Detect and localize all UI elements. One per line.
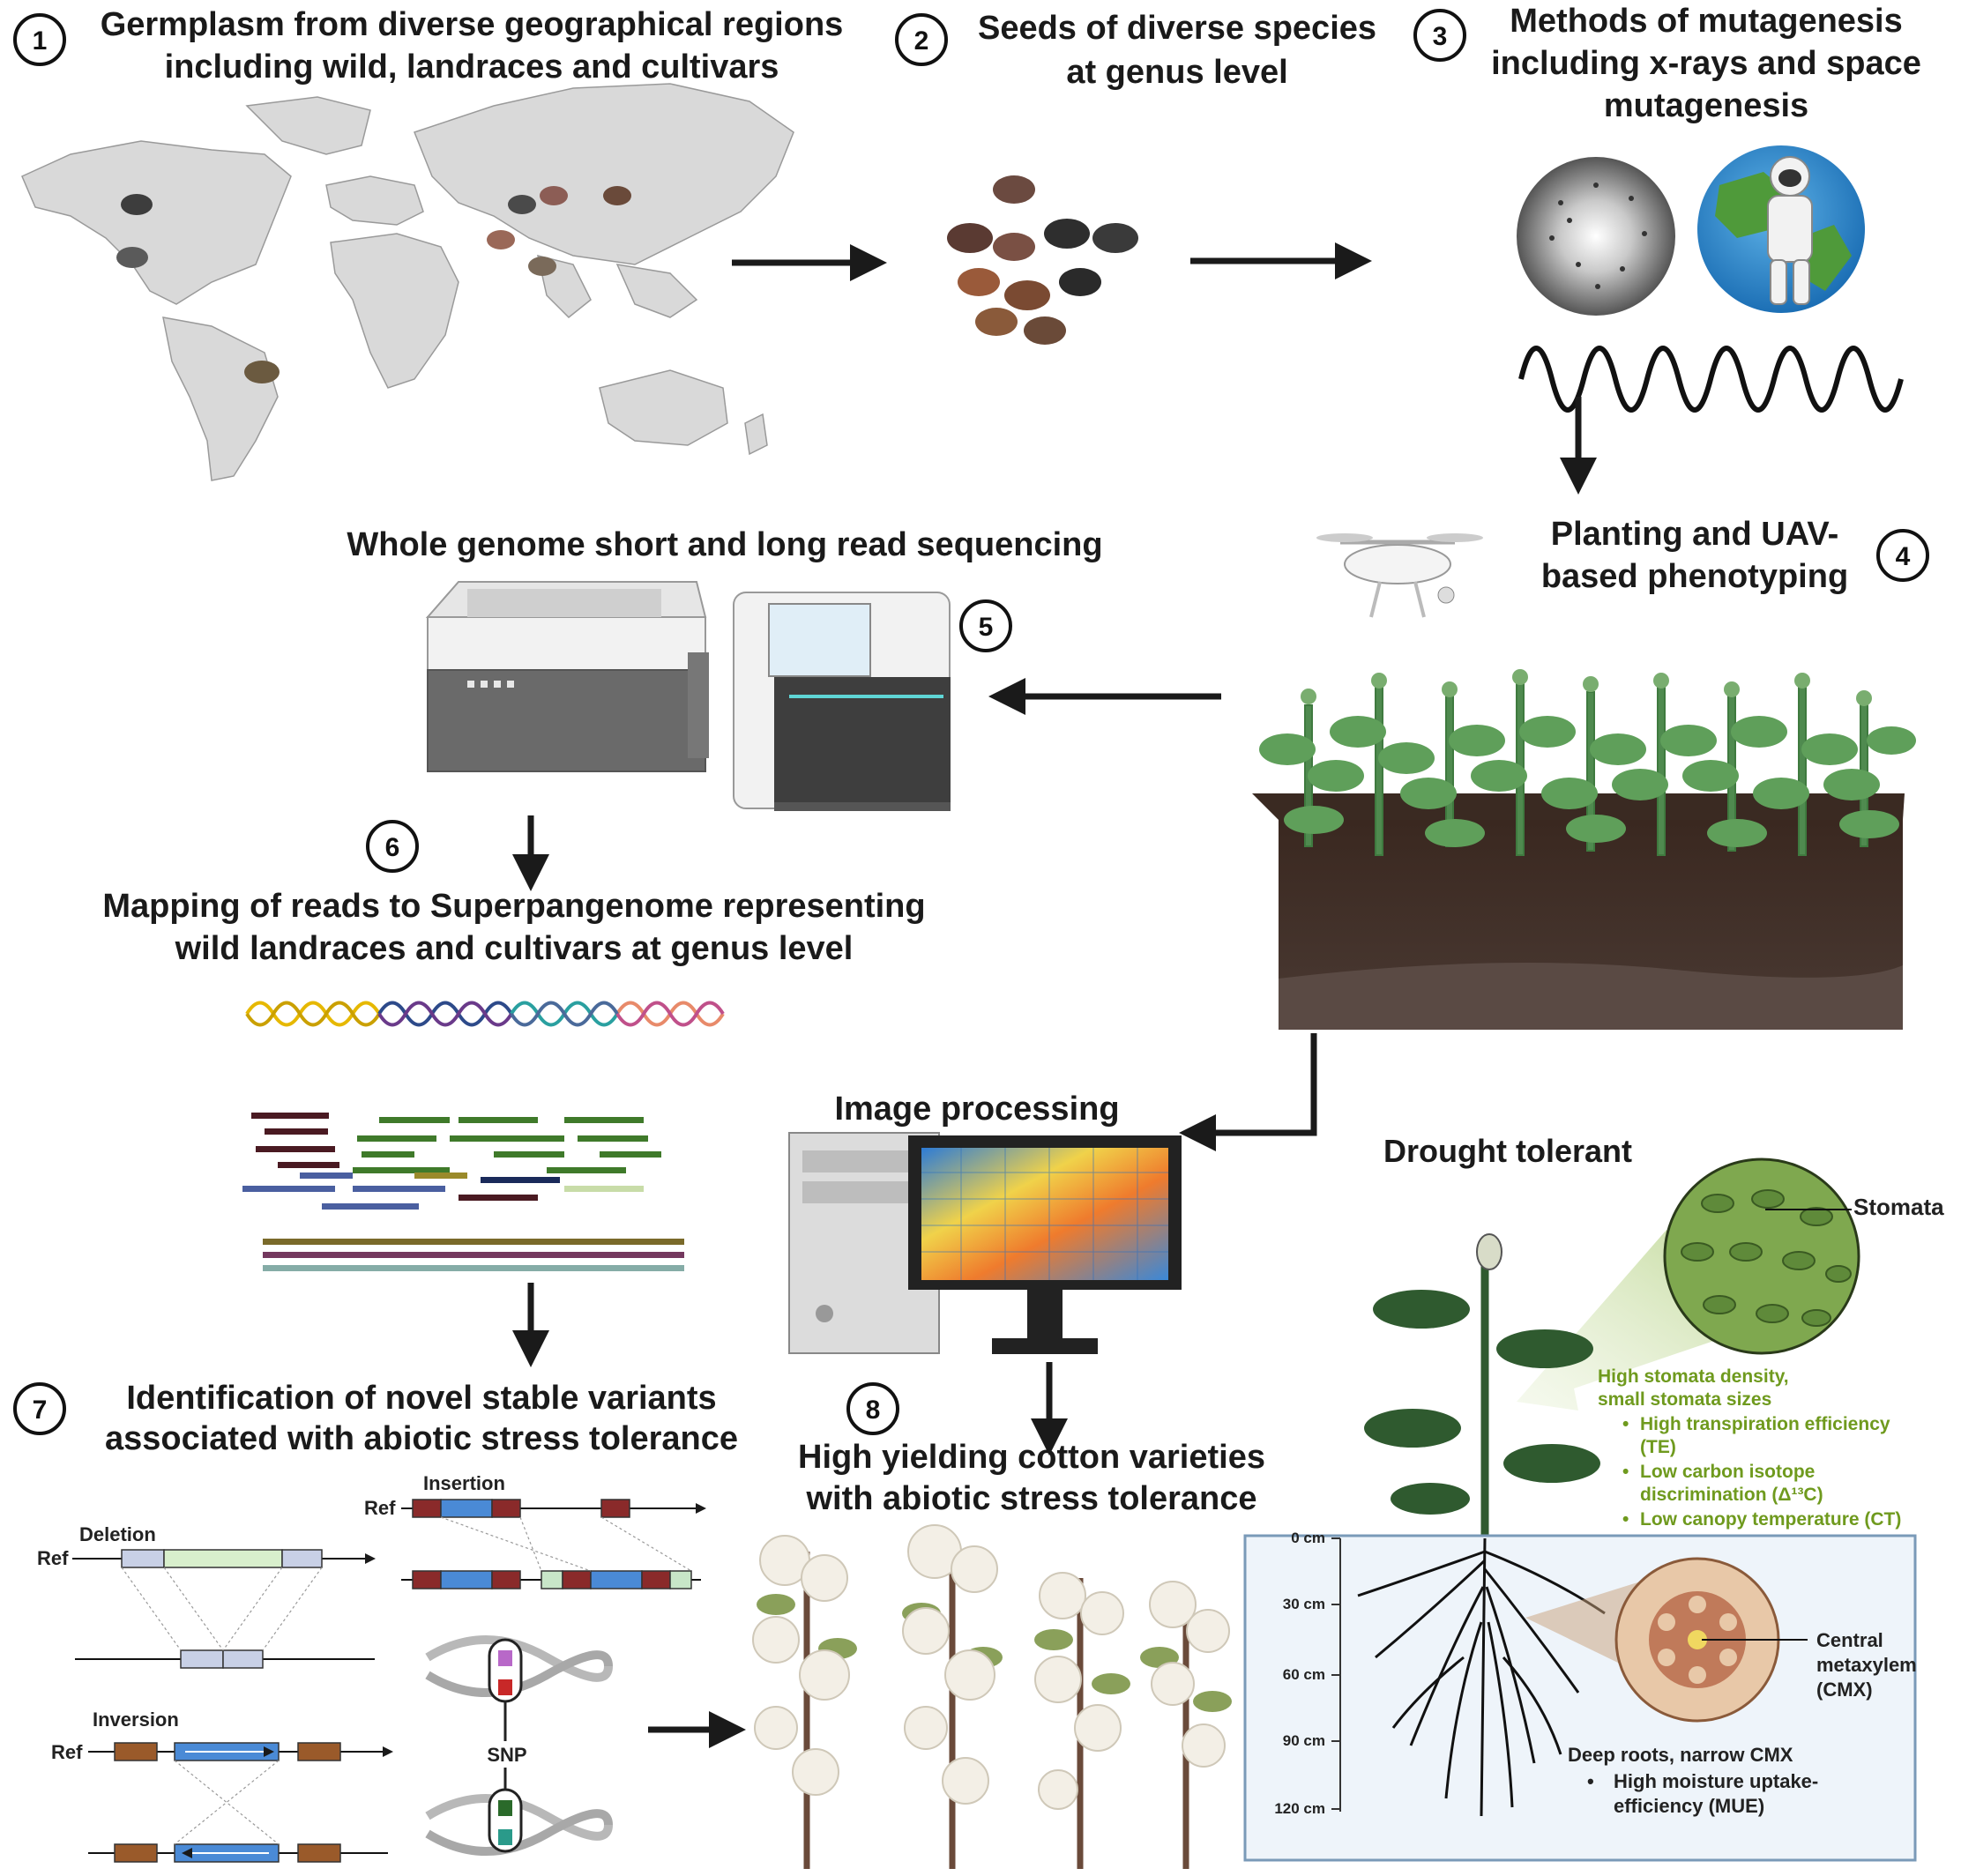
roots-trait-b1: High moisture uptake- bbox=[1614, 1770, 1818, 1792]
drone-icon bbox=[1316, 533, 1483, 618]
step2-title-line1: Seeds of diverse species bbox=[978, 10, 1376, 47]
root-zone: 0 cm 30 cm 60 cm 90 cm 120 cm Central me… bbox=[1243, 1530, 1917, 1862]
step7-number-circle bbox=[13, 1382, 66, 1435]
depth-30: 30 cm bbox=[1283, 1596, 1325, 1612]
dna-helix bbox=[245, 1001, 725, 1027]
trait-te-abbr: (TE) bbox=[1640, 1437, 1676, 1457]
step2-number: 2 bbox=[914, 26, 929, 56]
step7-number: 7 bbox=[33, 1396, 48, 1425]
sequencer-short-read bbox=[425, 581, 709, 772]
cmx-label-line2: metaxylem bbox=[1816, 1654, 1917, 1676]
xray-sphere bbox=[1517, 157, 1675, 316]
trait-isotope: Low carbon isotope bbox=[1640, 1462, 1815, 1482]
step7-title-line2: associated with abiotic stress tolerance bbox=[105, 1420, 738, 1457]
roots-trait-b2: efficiency (MUE) bbox=[1614, 1795, 1764, 1817]
xray-particles bbox=[1549, 182, 1647, 289]
step3-header: 3 Methods of mutagenesis including x-ray… bbox=[1413, 3, 1921, 124]
svg-text:•: • bbox=[1587, 1770, 1594, 1792]
inversion-label: Inversion bbox=[93, 1708, 179, 1731]
cmx-label-line3: (CMX) bbox=[1816, 1679, 1873, 1701]
insertion-variant: Insertion Ref bbox=[364, 1472, 706, 1589]
depth-0: 0 cm bbox=[1291, 1530, 1325, 1546]
world-map bbox=[21, 83, 794, 481]
stomata-trait-line1: High stomata density, bbox=[1598, 1366, 1789, 1387]
step1-number-circle bbox=[13, 13, 66, 66]
depth-60: 60 cm bbox=[1283, 1666, 1325, 1683]
step2-title-line2: at genus level bbox=[1066, 54, 1287, 91]
step5-number-circle bbox=[959, 599, 1012, 652]
cmx-label-line1: Central bbox=[1816, 1629, 1883, 1651]
step3-number-circle bbox=[1413, 9, 1466, 62]
inversion-ref-label: Ref bbox=[51, 1741, 83, 1763]
drought-title: Drought tolerant bbox=[1383, 1133, 1632, 1169]
seed-cluster bbox=[947, 175, 1138, 345]
step1-header: 1 Germplasm from diverse geographical re… bbox=[13, 6, 844, 86]
step6-title-line1: Mapping of reads to Superpangenome repre… bbox=[102, 888, 925, 925]
sequencer-long-read bbox=[733, 592, 951, 811]
step1-title-line1: Germplasm from diverse geographical regi… bbox=[101, 6, 844, 43]
step4-header: Planting and UAV- based phenotyping 4 bbox=[1541, 516, 1929, 595]
step2-header: 2 Seeds of diverse species at genus leve… bbox=[895, 10, 1376, 91]
cotton-plants bbox=[752, 1524, 1232, 1869]
deletion-ref-label: Ref bbox=[37, 1547, 69, 1569]
step6-title-line2: wild landraces and cultivars at genus le… bbox=[175, 930, 854, 967]
step7-title-line1: Identification of novel stable variants bbox=[126, 1380, 716, 1417]
trait-isotope-b: discrimination (Δ¹³C) bbox=[1640, 1485, 1823, 1505]
step3-title-line3: mutagenesis bbox=[1604, 87, 1808, 124]
step8-number: 8 bbox=[866, 1396, 881, 1425]
stomata-trait-line2: small stomata sizes bbox=[1598, 1389, 1771, 1410]
step8-title-line1: High yielding cotton varieties bbox=[798, 1439, 1265, 1476]
astronaut-icon bbox=[1767, 156, 1813, 305]
step5-number: 5 bbox=[979, 613, 994, 642]
step3-title-line2: including x-rays and space bbox=[1491, 45, 1921, 82]
seed-piles-map bbox=[116, 186, 631, 383]
depth-90: 90 cm bbox=[1283, 1732, 1325, 1749]
step4-title-line2: based phenotyping bbox=[1541, 558, 1848, 595]
step6-number-circle bbox=[366, 820, 419, 873]
image-processing-title: Image processing bbox=[834, 1091, 1119, 1128]
trait-ct: Low canopy temperature (CT) bbox=[1640, 1509, 1901, 1530]
deletion-variant: Deletion Ref bbox=[37, 1523, 376, 1669]
svg-text:•: • bbox=[1622, 1462, 1629, 1482]
step3-title-line1: Methods of mutagenesis bbox=[1510, 3, 1903, 40]
step1-number: 1 bbox=[33, 26, 48, 56]
insertion-label: Insertion bbox=[423, 1472, 505, 1494]
insertion-ref-label: Ref bbox=[364, 1497, 396, 1519]
snp-variant: SNP bbox=[425, 1635, 613, 1856]
trait-te: High transpiration efficiency bbox=[1640, 1414, 1890, 1434]
inversion-variant: Inversion Ref bbox=[51, 1708, 393, 1863]
step3-number: 3 bbox=[1433, 22, 1448, 51]
wave-signal bbox=[1518, 346, 1904, 413]
step4-title-line1: Planting and UAV- bbox=[1551, 516, 1839, 553]
drought-plant bbox=[1364, 1233, 1600, 1538]
arrow-4-to-imaging bbox=[1179, 1033, 1317, 1151]
roots-trait-title: Deep roots, narrow CMX bbox=[1568, 1744, 1793, 1766]
stomata-traits: High stomata density, small stomata size… bbox=[1598, 1366, 1901, 1530]
depth-120: 120 cm bbox=[1274, 1800, 1325, 1817]
step1-title-line2: including wild, landraces and cultivars bbox=[165, 48, 779, 86]
deletion-label: Deletion bbox=[79, 1523, 156, 1545]
snp-label: SNP bbox=[487, 1744, 526, 1766]
step8-title-line2: with abiotic stress tolerance bbox=[805, 1480, 1256, 1517]
svg-text:•: • bbox=[1622, 1509, 1629, 1530]
step8-number-circle bbox=[846, 1382, 899, 1435]
step4-number-circle bbox=[1876, 529, 1929, 582]
earth-landmass bbox=[1715, 172, 1852, 291]
stomata-zoom bbox=[1663, 1158, 1860, 1355]
step4-number: 4 bbox=[1896, 542, 1911, 571]
step2-number-circle bbox=[895, 13, 948, 66]
svg-text:•: • bbox=[1622, 1414, 1629, 1434]
step6-number: 6 bbox=[385, 833, 400, 862]
read-alignment bbox=[242, 1113, 684, 1271]
step5-title: Whole genome short and long read sequenc… bbox=[347, 526, 1102, 563]
plant-field bbox=[1252, 669, 1916, 1030]
monitor bbox=[908, 1135, 1182, 1354]
stomata-label: Stomata bbox=[1853, 1194, 1944, 1220]
